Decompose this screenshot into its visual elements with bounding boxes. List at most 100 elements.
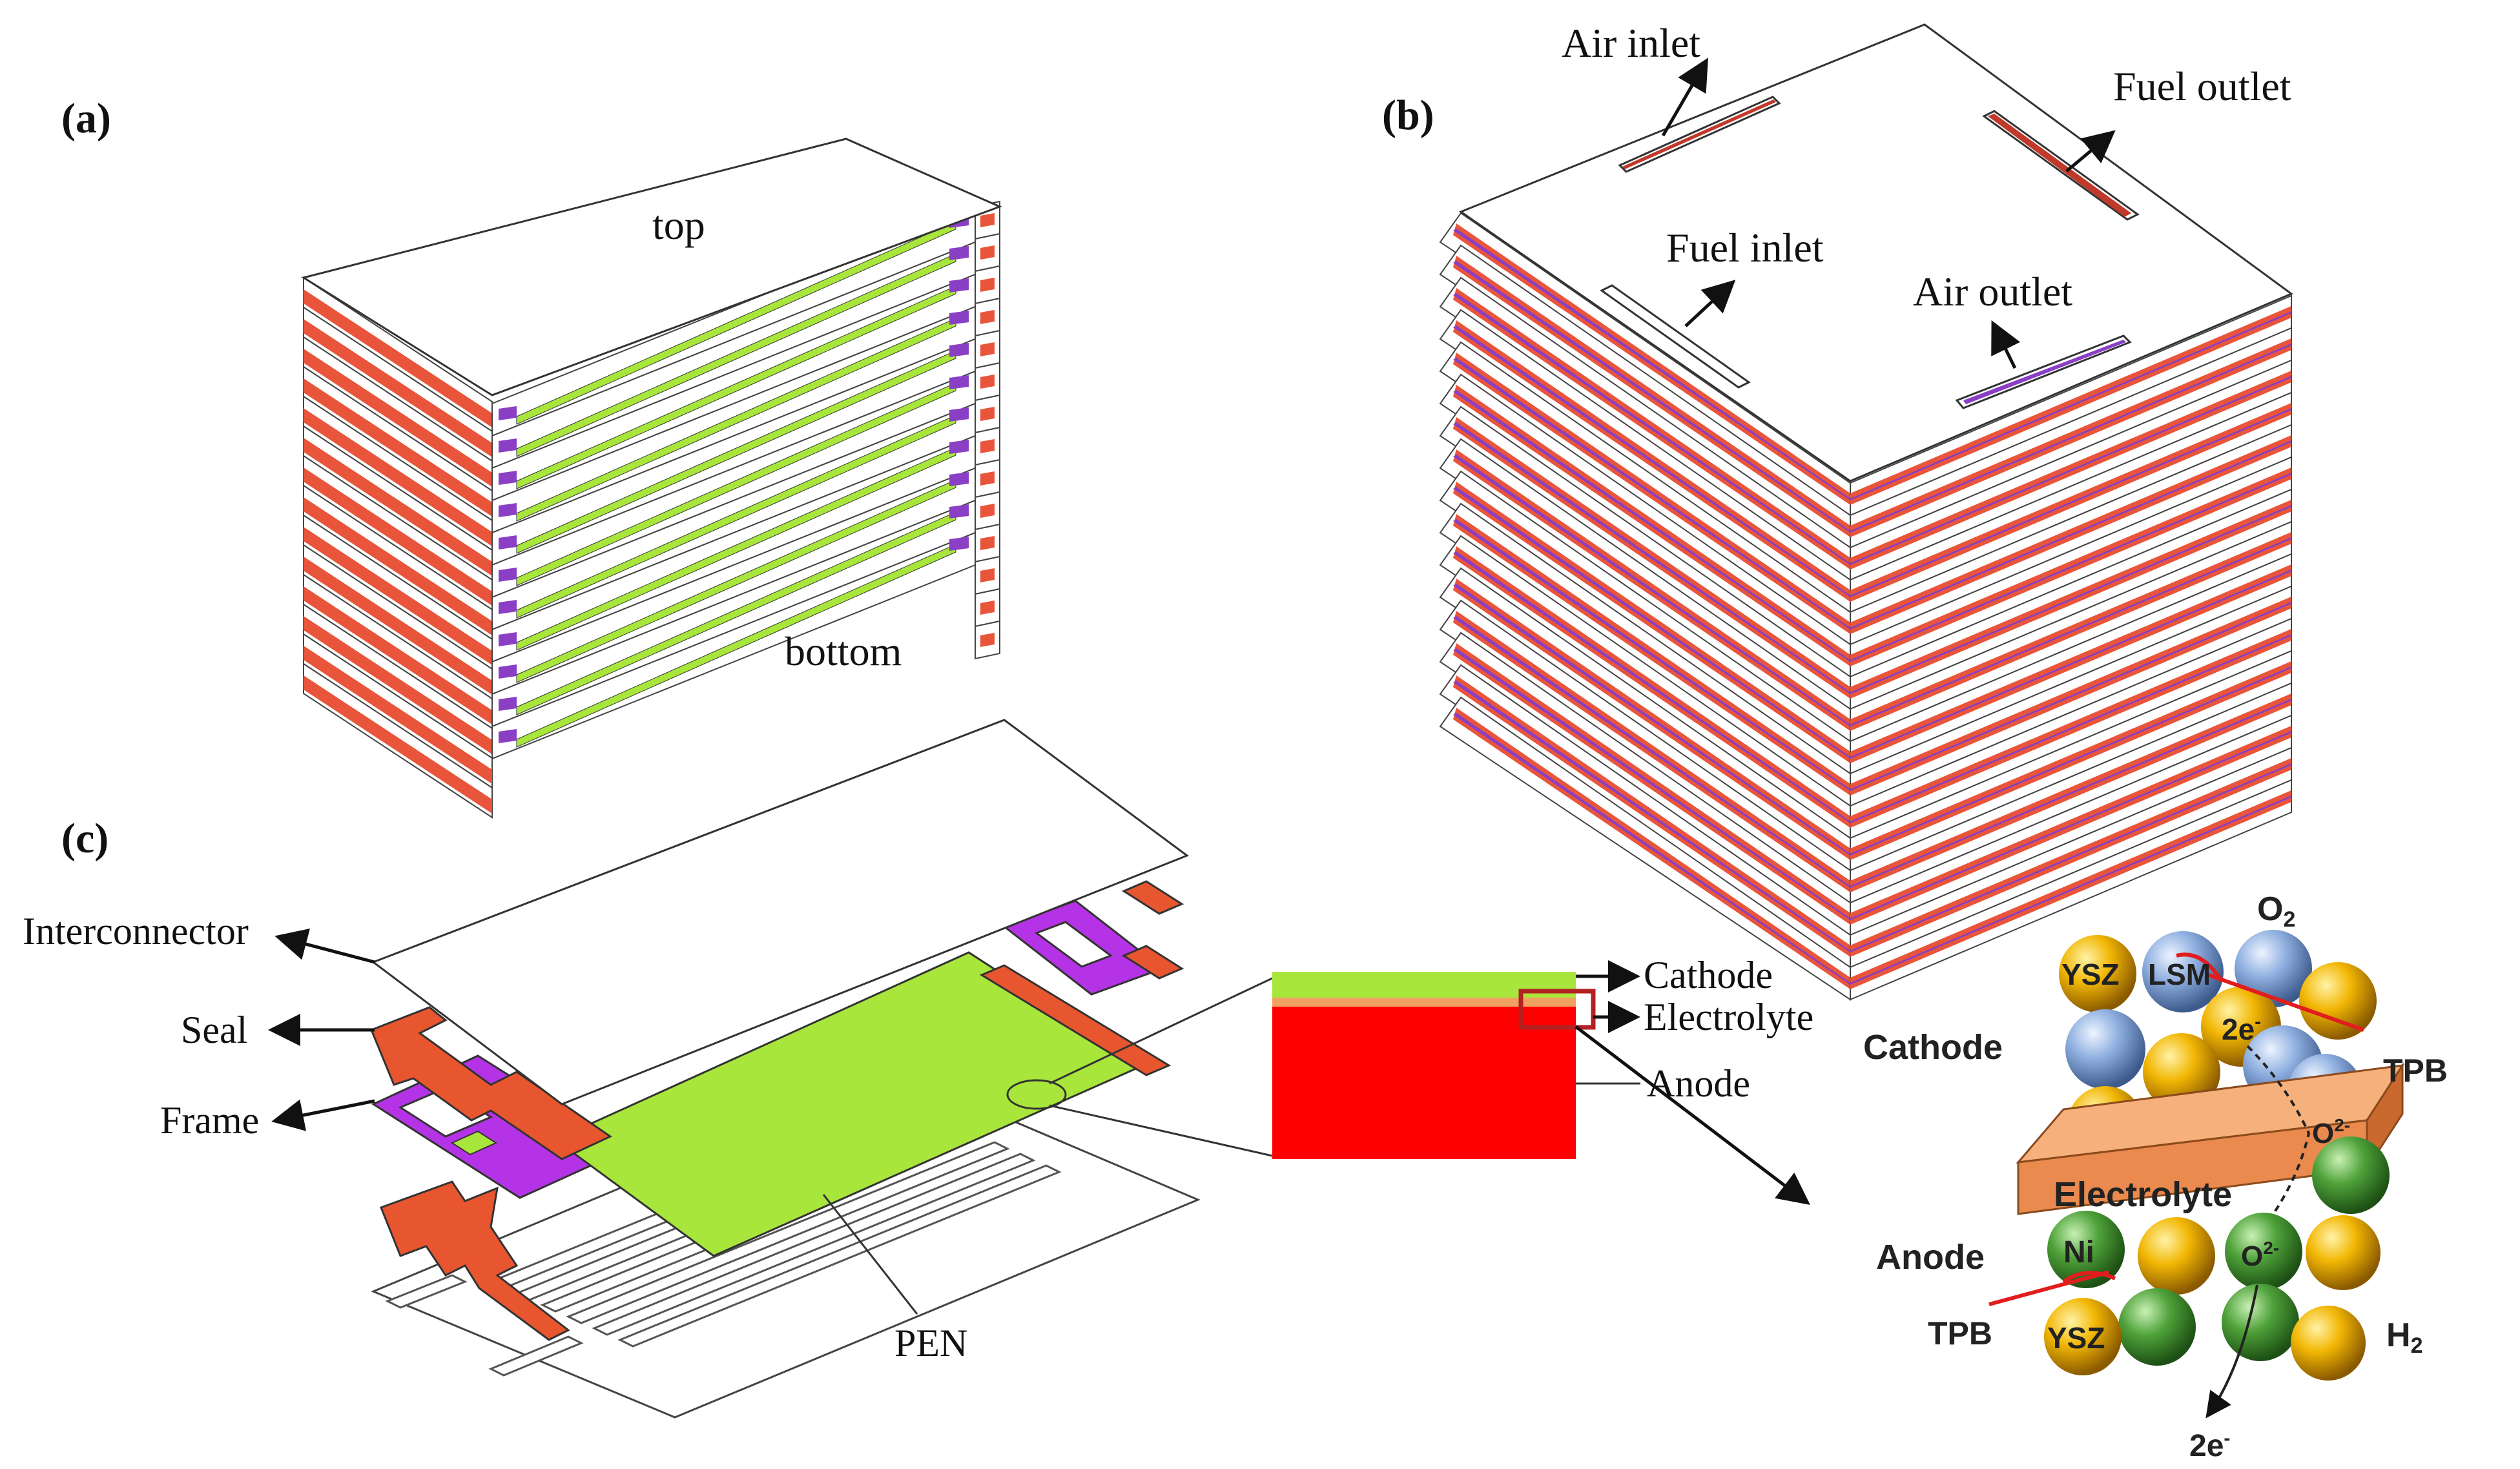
panel-c: (c)	[23, 719, 1813, 1419]
air-inlet-arrow	[1661, 57, 1709, 137]
detail-box	[1518, 989, 1596, 1030]
stack-a-layer-red	[304, 675, 492, 814]
gas-channel	[566, 1141, 1010, 1324]
stack-a-cathode-strip	[516, 350, 956, 554]
o2-minus-top-label: O2-	[2312, 1115, 2350, 1149]
two-e-top-label: 2e-	[2222, 1011, 2261, 1046]
stack-a-end-red	[980, 601, 995, 615]
stack-a-purple-marker	[949, 504, 969, 519]
stack-a-layer-red	[304, 586, 492, 724]
stack-b-right-purple	[1850, 440, 2291, 630]
stack-b-right-purple	[1850, 666, 2291, 856]
stack-a-purple-marker	[499, 697, 517, 711]
stack-a-front-face	[491, 209, 976, 760]
ysz-particle	[2044, 1298, 2122, 1375]
stack-a-end-red	[980, 407, 995, 421]
stack-a-cathode-strip	[516, 479, 956, 683]
zoom-line-upper	[1049, 977, 1273, 1085]
interconnector-arrow	[274, 928, 375, 964]
lsm-particle	[2142, 931, 2224, 1012]
stack-a-cathode-strip	[516, 221, 956, 425]
panel-a-label: (a)	[61, 95, 111, 142]
stack-b-left-purple	[1453, 229, 1850, 500]
stack-a-cathode-strip	[516, 382, 956, 586]
stack-a-layer-red	[304, 646, 492, 784]
stack-b-left-purple	[1453, 422, 1850, 694]
anode-micro-label: Anode	[1876, 1238, 1985, 1277]
stack-a-layer-red	[304, 408, 492, 546]
stack-a-layer-red	[304, 497, 492, 635]
stack-b-right-purple	[1850, 473, 2291, 662]
fuel-inlet-label: Fuel inlet	[1666, 225, 1824, 271]
stack-a-end-red	[980, 471, 995, 486]
stack-a-purple-marker	[949, 472, 969, 486]
stack-a-layer-red	[304, 557, 492, 695]
tpb-left-label: TPB	[1928, 1315, 1992, 1351]
stack-a-end-red	[980, 342, 995, 356]
stack-a-purple-marker	[949, 278, 969, 293]
o2-label: O2	[2257, 890, 2295, 932]
stack-b-left-face	[1439, 212, 1851, 1001]
stack-a-end-red	[980, 375, 995, 389]
frame-arrow	[271, 1099, 375, 1131]
seal-label: Seal	[181, 1009, 247, 1051]
panel-b: (b) Air inlet Fuel outlet Fuel inlet Air…	[1382, 20, 2294, 1001]
panel-c-label: (c)	[61, 815, 108, 862]
stack-a-layer-red	[304, 616, 492, 754]
stack-b-right-face	[1850, 294, 2292, 1001]
lsm-particle	[2235, 930, 2312, 1007]
stack-a-purple-marker	[949, 311, 969, 325]
zoom-line-lower	[1049, 1104, 1273, 1157]
stack-a-layer-red	[304, 438, 492, 576]
air-outlet-arrow	[1991, 320, 2021, 369]
anode-layer	[1272, 1007, 1576, 1159]
fuel-outlet-label: Fuel outlet	[2113, 63, 2291, 109]
stack-a-cathode-strip	[516, 447, 956, 651]
electrolyte-layer-label: Electrolyte	[1644, 996, 1813, 1038]
tpb-arc-top	[2176, 952, 2224, 983]
stack-a-end-red	[980, 568, 995, 582]
zoom-circle	[1006, 1079, 1067, 1110]
frame-label: Frame	[160, 1099, 259, 1142]
o2-minus-low-label: O2-	[2241, 1238, 2279, 1272]
top-interconnector	[371, 719, 1190, 1105]
stack-b-right-purple	[1850, 796, 2291, 985]
stack-b-right-purple	[1850, 376, 2291, 565]
stack-b-left-purple	[1453, 325, 1850, 597]
oxide-ion-path	[2246, 1045, 2311, 1215]
stack-a-purple-marker	[499, 406, 517, 420]
stack-b-right-purple	[1850, 570, 2291, 759]
pen-label: PEN	[894, 1322, 967, 1364]
stack-b-right-purple	[1850, 763, 2291, 952]
tpb-line-left	[1988, 1270, 2109, 1306]
stack-a-purple-marker	[499, 600, 517, 614]
stack-a-end-red	[980, 278, 995, 292]
stack-a-end-red	[980, 633, 995, 647]
stack-a-layer-red	[304, 289, 492, 427]
stack-a-top-plate	[301, 138, 1002, 396]
gas-channel	[488, 1335, 584, 1377]
stack-b-left-purple	[1453, 584, 1850, 856]
two-e-bottom-label: 2e-	[2189, 1428, 2230, 1463]
stack-a-purple-marker	[949, 343, 969, 357]
stack-a-bottom-label: bottom	[785, 628, 902, 674]
stack-a-layer-red	[304, 527, 492, 665]
lsm-label: LSM	[2148, 958, 2211, 991]
fuel-outlet-arrow	[2065, 130, 2116, 172]
stack-b-right-purple	[1850, 408, 2291, 597]
interconnector-label: Interconnector	[23, 910, 249, 952]
ni-particle	[2047, 1211, 2125, 1288]
stack-a-purple-marker	[949, 246, 969, 260]
stack-b-left-purple	[1453, 551, 1850, 823]
stack-b-left-purple	[1453, 681, 1850, 952]
ysz-low-label: YSZ	[2047, 1321, 2105, 1355]
stack-b-right-purple	[1850, 731, 2291, 920]
stack-b-left-purple	[1453, 616, 1850, 888]
panel-a: (a) top bottom	[61, 95, 1002, 819]
stack-a-purple-marker	[499, 568, 517, 582]
stack-a-purple-marker	[949, 375, 969, 389]
stack-a-end-red	[980, 310, 995, 324]
stack-b-right-purple	[1850, 505, 2291, 694]
stack-b-right-purple	[1850, 311, 2291, 500]
stack-a-purple-marker	[499, 664, 517, 679]
